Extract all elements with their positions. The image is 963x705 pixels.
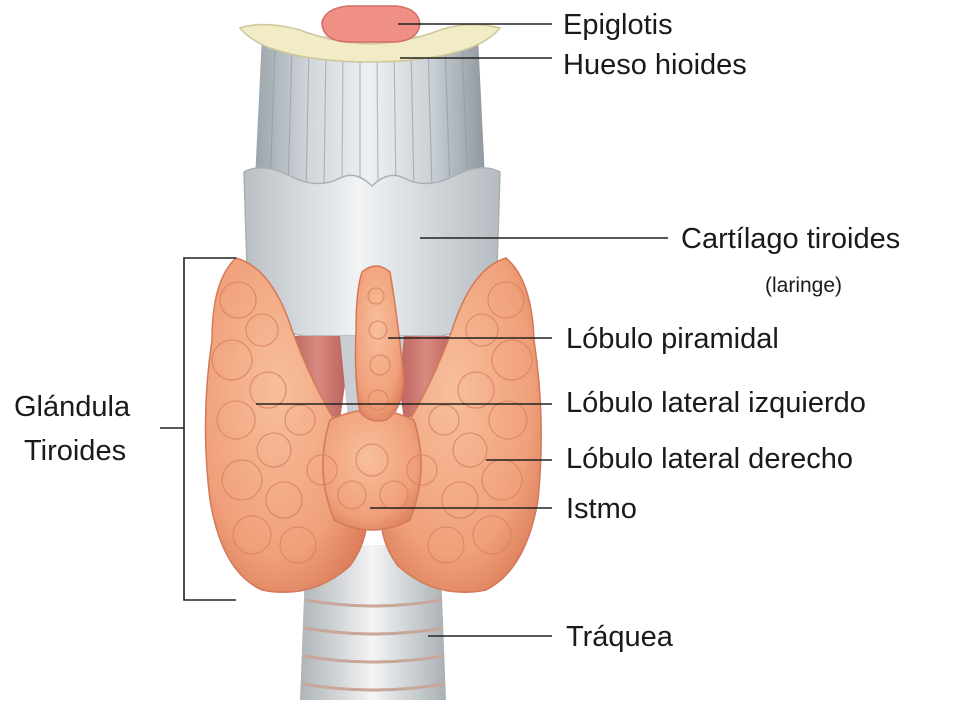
label-gland-line2: Tiroides [24,435,126,467]
label-pyramidal-lobe: Lóbulo piramidal [566,323,779,355]
label-gland-line1: Glándula [14,391,131,423]
label-larynx: (laringe) [765,274,842,297]
label-hyoid-bone: Hueso hioides [563,49,747,81]
label-epiglottis: Epiglotis [563,9,673,41]
label-left-lobe: Lóbulo lateral izquierdo [566,387,866,419]
label-thyroid-cartilage: Cartílago tiroides [681,223,900,255]
label-right-lobe: Lóbulo lateral derecho [566,443,853,475]
label-isthmus: Istmo [566,493,637,525]
label-trachea: Tráquea [566,621,674,653]
